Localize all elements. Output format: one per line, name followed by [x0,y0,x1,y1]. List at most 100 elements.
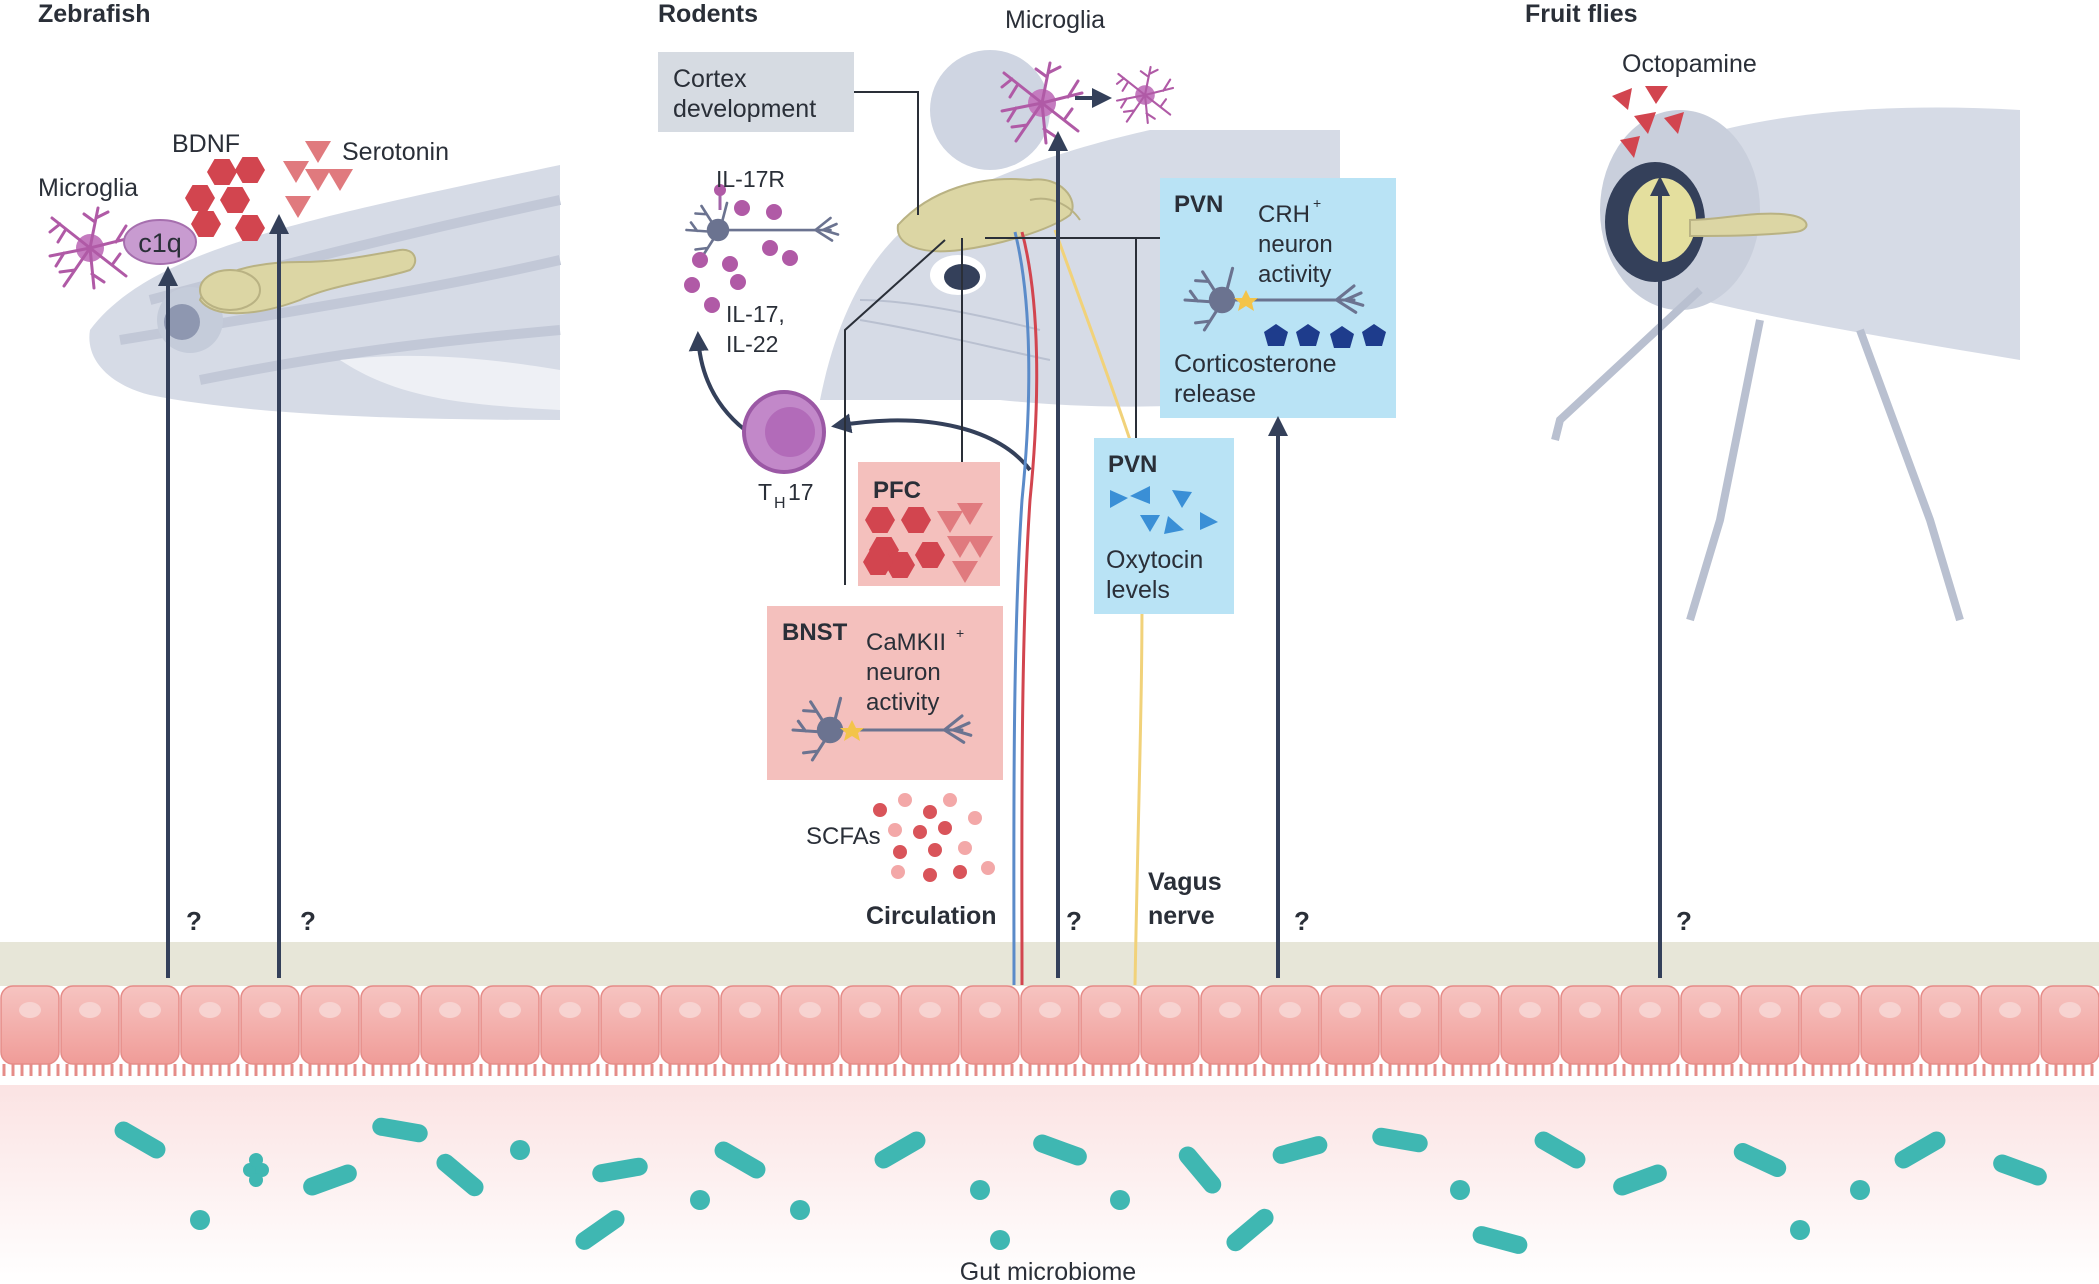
camk-line1: CaMKII [866,629,946,656]
section-fruit-flies: Fruit flies [1525,0,1638,28]
epithelial-cell [960,985,1020,1065]
bacterium-icon [690,1190,710,1210]
bacterium-icon [592,1157,648,1183]
epithelial-cell [1920,985,1980,1065]
cytokine-dots [684,200,798,313]
bacterium-icon [1790,1220,1810,1240]
epithelial-cell [1740,985,1800,1065]
epithelial-cell [660,985,720,1065]
epithelial-cell [1980,985,2040,1065]
bacteria-group [114,1117,2047,1254]
epithelial-cell [1620,985,1680,1065]
epithelial-cell [360,985,420,1065]
epithelial-cell [1140,985,1200,1065]
question-mark-zebrafish-2: ? [300,906,316,936]
epithelial-cell [1500,985,1560,1065]
bacterium-icon [1272,1136,1328,1164]
il17-line2: IL-22 [726,331,778,357]
bacterium-icon [1850,1180,1870,1200]
bdnf-label: BDNF [172,130,240,158]
artery-line [1020,231,1039,986]
epithelial-cell [1800,985,1860,1065]
intestinal-epithelium [0,985,2099,1076]
oxytocin-line2: levels [1106,576,1170,604]
bacterium-icon [990,1230,1010,1250]
question-mark-zebrafish-1: ? [186,906,202,936]
bacterium-icon [1993,1154,2047,1186]
bacterium-icon [1733,1142,1787,1178]
crh-line1: CRH [1258,201,1310,228]
bacterium-icon [790,1200,810,1220]
cortex-line1: Cortex [673,65,747,93]
bacterium-icon [1226,1208,1274,1252]
c1q-badge [123,219,197,265]
il17r-label: IL-17R [716,166,785,192]
th17-to-cytokine-arrow [688,331,747,432]
rodent-microglia-pair [1000,61,1175,145]
epithelial-cell [1260,985,1320,1065]
bacterium-icon [1372,1127,1428,1153]
epithelial-cell [1020,985,1080,1065]
epithelial-cell [1560,985,1620,1065]
circulation-to-th17-arrow [831,413,1032,472]
bacterium-icon [575,1210,625,1250]
octopamine-label: Octopamine [1622,50,1757,78]
bacterium-icon [874,1131,926,1169]
epithelial-cell [900,985,960,1065]
epithelial-cell [840,985,900,1065]
bacterium-icon [372,1117,428,1143]
pvn-crh-box [1160,178,1396,418]
cortex-development-box [658,52,854,132]
bacterium-icon [190,1210,210,1230]
th17-label-sub: H [774,495,786,512]
scfa-molecules [873,793,995,882]
vagus-line1: Vagus [1148,868,1222,896]
rodent-microglia-label: Microglia [1005,6,1105,34]
bdnf-molecules [185,157,265,241]
epithelial-cell [540,985,600,1065]
th17-label-main: T [758,479,772,505]
pfc-bnst-connector [844,239,946,585]
camk-line2: neuron [866,659,941,686]
bacterium-icon [436,1153,484,1197]
crh-line3: activity [1258,261,1331,288]
bacterium-icon [1178,1146,1222,1194]
th17-label-num: 17 [788,479,814,505]
epithelial-cell [1680,985,1740,1065]
question-mark-rodent-1: ? [1066,906,1082,936]
epithelial-cell [300,985,360,1065]
pfc-label: PFC [873,477,921,504]
crh-line2: neuron [1258,231,1333,258]
circulation-label: Circulation [866,902,997,930]
epithelial-cell [120,985,180,1065]
oxytocin-line1: Oxytocin [1106,546,1203,574]
bacterium-icon [1110,1190,1130,1210]
bacterium-icon [714,1141,766,1179]
zebrafish-illustration [89,165,562,420]
pvn-oxytocin-box [1094,438,1234,614]
cortex-connector [854,91,919,215]
scfas-label: SCFAs [806,823,881,850]
epithelial-cell [1860,985,1920,1065]
il17-line1: IL-17, [726,301,785,327]
epithelial-cell [1200,985,1260,1065]
epithelial-cell [0,985,60,1065]
crh-activity-star-icon [1234,290,1258,311]
zebrafish-microglia-icon [48,206,132,290]
bnst-activity-star-icon [840,720,864,741]
bacterium-icon [243,1153,269,1187]
gut-lumen [0,1085,2099,1284]
pvn-oxytocin-label: PVN [1108,451,1157,478]
vagus-line2: nerve [1148,902,1215,930]
pvn-crh-label: PVN [1174,191,1223,218]
bacterium-icon [970,1180,990,1200]
camk-line3: activity [866,689,939,716]
gut-to-brain-arrows [158,131,1670,978]
section-rodents: Rodents [658,0,758,28]
epithelial-cell [720,985,780,1065]
question-mark-rodent-2: ? [1294,906,1310,936]
fruit-fly-illustration [1551,107,2020,622]
epithelial-cell [420,985,480,1065]
epithelial-cell [1320,985,1380,1065]
